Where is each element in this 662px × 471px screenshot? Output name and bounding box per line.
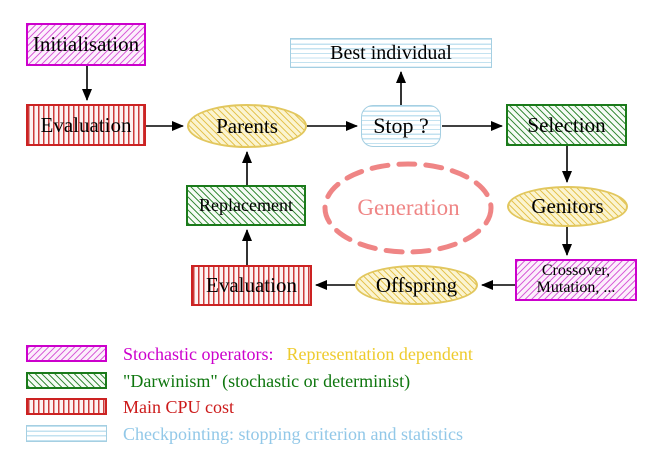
generation-label: Generation	[325, 164, 492, 252]
legend-swatch-main-cpu-cost	[26, 398, 107, 415]
legend-swatch-checkpointing	[26, 425, 107, 442]
legend-label-checkpointing: Checkpointing: stopping criterion and st…	[123, 424, 463, 444]
legend-row-checkpointing: Checkpointing: stopping criterion and st…	[123, 424, 463, 445]
node-initialisation: Initialisation	[26, 23, 146, 66]
node-best-individual-label: Best individual	[330, 41, 452, 64]
node-best-individual: Best individual	[290, 38, 492, 68]
node-initialisation-label: Initialisation	[32, 32, 140, 57]
legend-row-main-cpu-cost: Main CPU cost	[123, 397, 234, 418]
node-evaluation-bottom: Evaluation	[191, 265, 312, 306]
legend-swatch-darwinism	[26, 372, 107, 389]
legend-row-stochastic-operators: Stochastic operators: Representation depe…	[123, 344, 473, 365]
generation-label-text: Generation	[357, 195, 460, 220]
node-crossover-label-line2: Mutation, ...	[536, 279, 616, 296]
node-parents: Parents	[187, 104, 307, 148]
node-genitors: Genitors	[507, 186, 628, 227]
legend-label-main-cpu-cost: Main CPU cost	[123, 397, 235, 417]
legend-label-representation-dependent: Representation dependent	[286, 344, 473, 364]
node-evaluation-bottom-label: Evaluation	[206, 273, 297, 298]
node-selection-label: Selection	[527, 112, 606, 137]
node-selection: Selection	[506, 104, 627, 146]
node-replacement: Replacement	[186, 185, 306, 226]
node-evaluation-top-label: Evaluation	[40, 112, 132, 137]
node-offspring: Offspring	[355, 265, 478, 305]
node-evaluation-top: Evaluation	[26, 104, 146, 146]
legend-label-stochastic-operators: Stochastic operators:	[123, 344, 274, 364]
legend-row-darwinism: "Darwinism" (stochastic or determinist)	[123, 371, 410, 392]
node-replacement-label: Replacement	[199, 195, 293, 216]
node-stop: Stop ?	[361, 105, 441, 147]
legend-label-darwinism: "Darwinism" (stochastic or determinist)	[123, 371, 411, 391]
node-parents-label: Parents	[216, 113, 278, 138]
node-genitors-label: Genitors	[531, 194, 604, 219]
node-stop-label: Stop ?	[373, 113, 429, 139]
legend-swatch-stochastic-operators	[26, 345, 107, 362]
node-crossover-mutation: Crossover, Mutation, ...	[515, 259, 637, 301]
node-offspring-label: Offspring	[375, 272, 458, 297]
node-crossover-label-line1: Crossover,	[541, 262, 611, 280]
